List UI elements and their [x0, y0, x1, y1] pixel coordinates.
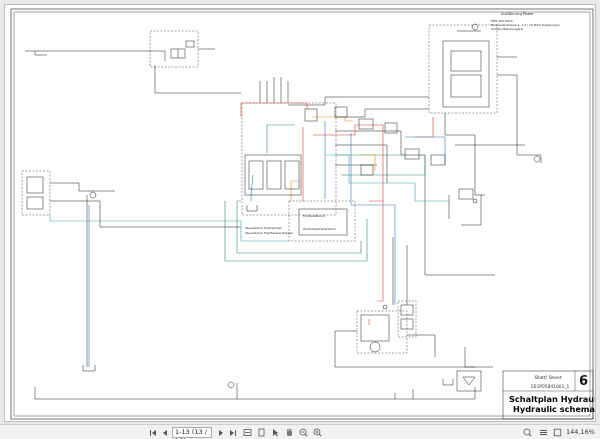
blue-lines	[88, 121, 446, 367]
schematic-page[interactable]: Ausführung Power EMS 200 9010 Hydraulik …	[4, 4, 596, 422]
fit-width-icon[interactable]	[242, 427, 253, 438]
hand-icon[interactable]	[284, 427, 295, 438]
page-number-field[interactable]: 1-13 (13 / 16)	[172, 427, 212, 439]
first-page-icon[interactable]	[148, 427, 158, 438]
zoom-out-icon[interactable]	[298, 427, 309, 438]
last-page-icon[interactable]	[228, 427, 238, 438]
title-german: Schaltplan Hydraulik	[509, 394, 596, 404]
components	[26, 23, 541, 392]
callout-valve-block-2: Steuerblock Hub/Senken/Kippen	[245, 231, 293, 235]
document-number: E61P05841001_1	[531, 384, 570, 390]
next-page-icon[interactable]	[216, 427, 226, 438]
black-lines	[25, 48, 542, 400]
sheet-inner-frame	[13, 11, 591, 417]
title-english: Hydraulic schematic	[513, 404, 596, 414]
viewer-toolbar: 1-13 (13 / 16)	[0, 424, 600, 439]
header-note-line1: Ausführung Power	[501, 12, 534, 16]
sheet-label: Blatt/ Sheet	[535, 375, 562, 381]
header-note-line2: EMS 200 9010	[491, 19, 513, 23]
prev-page-icon[interactable]	[160, 427, 170, 438]
orange-lines	[290, 116, 376, 201]
sheet-frame	[10, 8, 594, 420]
header-note-line4: Schutz-/Stauhengerer	[491, 27, 524, 31]
zoom-in-icon[interactable]	[312, 427, 323, 438]
fullscreen-icon[interactable]	[552, 427, 563, 438]
header-note-line3: Hydraulik Pumpe 2, 1,5 / 10 ISO2 Kupplun…	[491, 23, 560, 27]
zoom-menu-icon[interactable]	[538, 427, 549, 438]
zoom-level: 144,16%	[566, 428, 595, 436]
sheet-number: 6	[579, 374, 588, 389]
title-block: Blatt/ Sheet 6 E61P05841001_1 Schaltplan…	[502, 370, 596, 420]
fit-page-icon[interactable]	[256, 427, 267, 438]
select-icon[interactable]	[270, 427, 281, 438]
callout-aux-block-2: Zentralhydraulikblock	[303, 227, 336, 231]
cyan-lines	[49, 154, 449, 242]
callout-aux-block-1: Hydraulikblock	[303, 214, 326, 218]
callout-valve-block-1: Steuerblock Hubzylinder	[245, 226, 283, 230]
red-lines	[240, 102, 434, 325]
tank-symbols	[82, 205, 454, 386]
hydraulic-schematic: Ausführung Power EMS 200 9010 Hydraulik …	[10, 8, 596, 420]
magnify-icon[interactable]	[522, 427, 533, 438]
